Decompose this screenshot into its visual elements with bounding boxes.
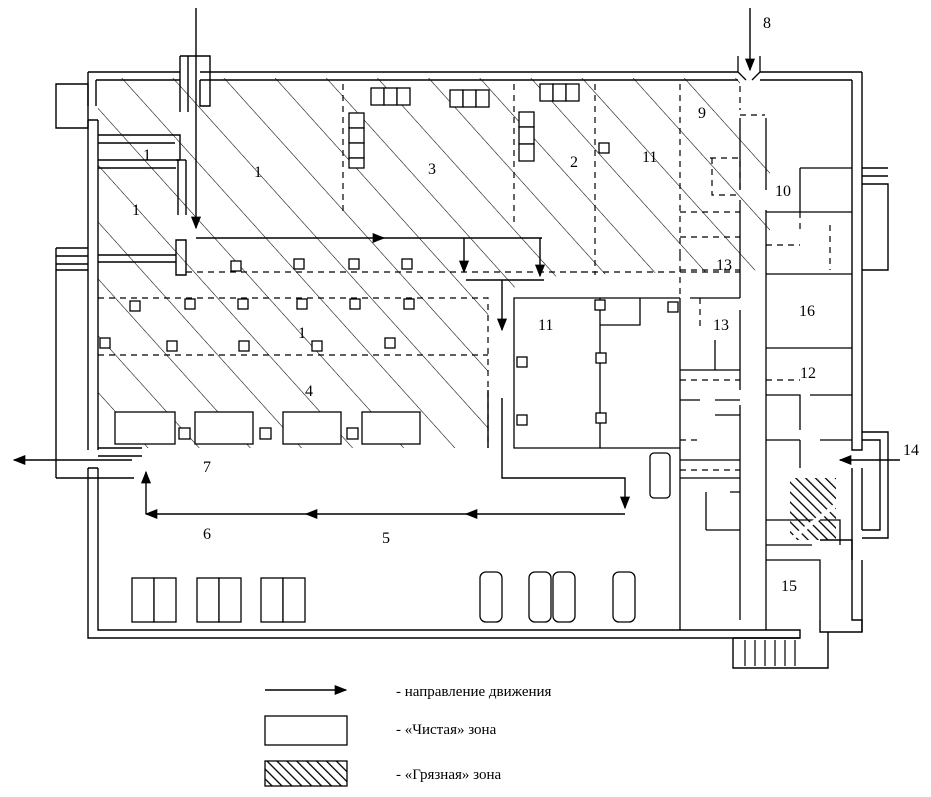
label-8: 8 [763, 15, 771, 32]
legend-arrow-text: - направление движения [396, 684, 552, 700]
movement-arrows [12, 8, 900, 520]
label-13a: 13 [716, 257, 732, 274]
legend: - направление движения - «Чистая» зона -… [264, 684, 552, 787]
clean-zone-swatch [264, 715, 348, 746]
label-5: 5 [382, 530, 390, 547]
legend-clean-text: - «Чистая» зона [396, 722, 497, 738]
dashed-partitions [98, 84, 831, 471]
label-15: 15 [781, 578, 797, 595]
label-10: 10 [775, 183, 791, 200]
label-16: 16 [799, 303, 815, 320]
label-1b: 1 [132, 202, 140, 219]
label-11a: 11 [642, 149, 657, 166]
outer-walls [55, 55, 889, 669]
interior-partitions [513, 56, 852, 630]
label-3: 3 [428, 161, 436, 178]
label-7: 7 [203, 459, 211, 476]
label-1d: 1 [298, 325, 306, 342]
label-1c: 1 [254, 164, 262, 181]
dirty-zone-swatch [264, 760, 348, 787]
label-4: 4 [305, 383, 313, 400]
label-1a: 1 [143, 147, 151, 164]
equipment [99, 83, 838, 623]
legend-dirty-text: - «Грязная» зона [396, 767, 501, 783]
label-2: 2 [570, 154, 578, 171]
label-13b: 13 [713, 317, 729, 334]
label-11b: 11 [538, 317, 553, 334]
label-9: 9 [698, 105, 706, 122]
label-14: 14 [903, 442, 919, 459]
label-6: 6 [203, 526, 211, 543]
dirty-zone-area [98, 78, 770, 448]
room-labels: 1 1 1 1 2 3 4 5 6 7 8 9 10 11 11 12 13 1… [132, 15, 919, 595]
bottom-stairs [744, 640, 796, 666]
label-12: 12 [800, 365, 816, 382]
